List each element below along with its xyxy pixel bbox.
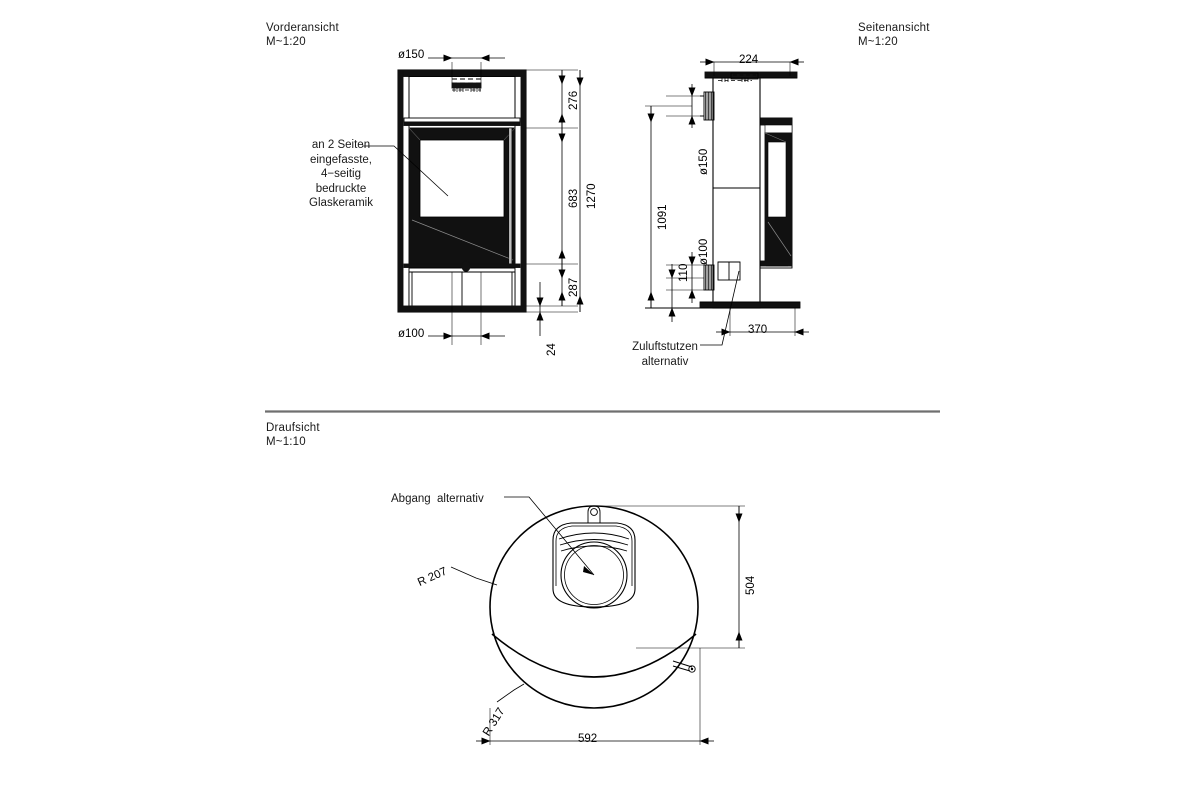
front-view-geometry <box>397 62 527 345</box>
front-view-scale: M~1:20 <box>266 36 306 48</box>
top-view-scale: M~1:10 <box>266 436 306 448</box>
dim-top-depth: 504 <box>745 575 757 595</box>
dim-side-air-inlet-height: 110 <box>678 263 690 282</box>
top-view-dimensions <box>450 496 745 745</box>
dim-side-flue-offset: 224 <box>739 54 759 66</box>
dim-front-total-height: 1270 <box>586 183 598 209</box>
dim-front-flue-diameter: ø150 <box>398 49 425 61</box>
glass-note-leader <box>362 145 449 197</box>
dim-side-depth: 370 <box>748 324 768 336</box>
side-view-scale: M~1:20 <box>858 36 898 48</box>
dim-side-air-inlet-diameter: ø100 <box>698 238 710 265</box>
side-view-title: Seitenansicht <box>858 22 930 34</box>
dim-front-firebox-height: 683 <box>568 188 580 208</box>
dim-front-base-height: 287 <box>568 277 580 297</box>
air-inlet-note: Zuluftstutzen alternativ <box>632 341 698 368</box>
glass-ceramic-note: an 2 Seiten eingefasste, 4−seitig bedruc… <box>309 139 373 209</box>
dim-front-foot-height: 24 <box>546 343 558 356</box>
side-view-geometry <box>645 71 801 309</box>
dim-side-flue-centre-height: 1091 <box>657 204 669 230</box>
dim-side-flue-diameter: ø150 <box>698 148 710 175</box>
front-view-title: Vorderansicht <box>266 22 339 34</box>
dim-front-air-inlet-diameter: ø100 <box>398 328 425 340</box>
zuluft-note-leader <box>700 270 740 346</box>
dim-front-top-section-height: 276 <box>568 90 580 110</box>
dim-top-width: 592 <box>578 733 598 745</box>
front-view-dimensions <box>428 54 584 340</box>
flue-outlet-note: Abgang alternativ <box>391 493 484 505</box>
side-view-dimensions <box>645 58 809 336</box>
top-view-title: Draufsicht <box>266 422 320 434</box>
top-view-geometry <box>489 505 699 709</box>
